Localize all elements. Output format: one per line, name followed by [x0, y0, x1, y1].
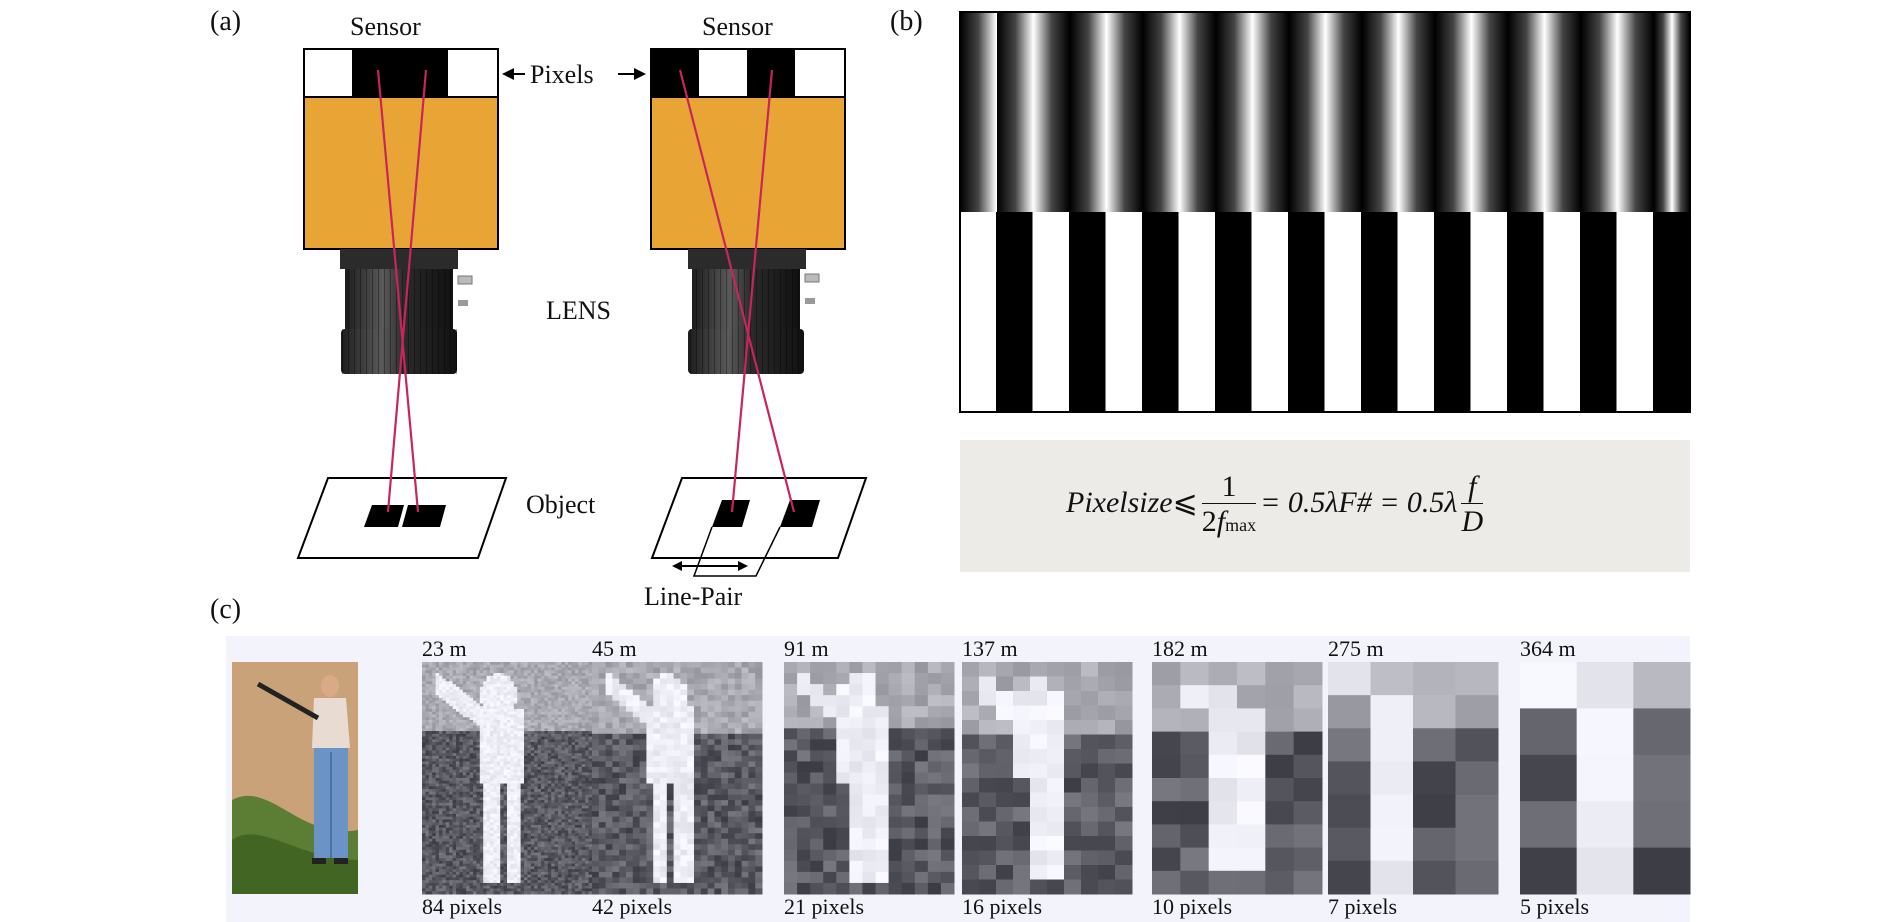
- thumbnail-pixel-count-label: 10 pixels: [1152, 894, 1233, 919]
- sensor-label-left: Sensor: [350, 12, 421, 41]
- sine-stripe: [1435, 12, 1508, 212]
- thumbnail-distance-label: 45 m: [592, 636, 637, 661]
- thumbnail-pixel-count-label: 16 pixels: [962, 894, 1043, 919]
- camera-body-right: [650, 96, 846, 250]
- object-plane-left: [296, 477, 508, 559]
- ray: [730, 69, 774, 513]
- panel-label-a: (a): [210, 6, 242, 37]
- thermal-thumbnail: [1520, 662, 1691, 895]
- sine-stripe: [1289, 12, 1362, 212]
- thumbnail-distance-label: 23 m: [422, 636, 467, 661]
- bar-stripe: [1215, 212, 1252, 412]
- thumbnail-distance-label: 182 m: [1152, 636, 1208, 661]
- bar-stripe: [1069, 212, 1106, 412]
- sine-stripe: [1070, 12, 1143, 212]
- thumbnail-pixel-count-label: 21 pixels: [784, 894, 865, 919]
- camera-right: [650, 48, 868, 577]
- thermal-thumbnail: [592, 662, 763, 895]
- object-label: Object: [526, 490, 596, 519]
- thermal-thumbnail: [1152, 662, 1323, 895]
- formula-den-sub: max: [1225, 515, 1257, 535]
- thumbnail-pixel-count-label: 84 pixels: [422, 894, 503, 919]
- line-pair-label: Line-Pair: [644, 582, 743, 611]
- object-bar-left-1: [364, 505, 404, 527]
- pixels-label: Pixels: [530, 60, 594, 89]
- stripe-pattern: [959, 11, 1691, 413]
- camera-body-left: [303, 96, 499, 250]
- formula-mid: = 0.5λF# = 0.5λ: [1260, 485, 1458, 519]
- camera-left: [296, 48, 508, 559]
- pixels-arrow-left: [502, 68, 514, 80]
- bar-stripe: [1361, 212, 1398, 412]
- object-bar-left-2: [402, 505, 446, 527]
- formula-leq: ⩽: [1172, 485, 1198, 519]
- panel-label-b: (b): [890, 6, 923, 37]
- lens-label: LENS: [546, 296, 611, 325]
- bar-stripe: [1288, 212, 1325, 412]
- thumbnail-pixel-count-label: 7 pixels: [1328, 894, 1398, 919]
- object-bar-right-2: [780, 500, 820, 527]
- object-bar-right-1: [712, 500, 750, 527]
- sine-stripe: [1143, 12, 1216, 212]
- bar-stripe: [996, 212, 1033, 412]
- thermal-thumbnail: [422, 662, 593, 895]
- formula-den-prefix: 2: [1201, 505, 1217, 538]
- thermal-thumbnail: [962, 662, 1133, 895]
- formula-num-2: f: [1468, 470, 1477, 503]
- bar-stripe: [1580, 212, 1617, 412]
- formula-den-2: D: [1461, 505, 1484, 538]
- thumbnail-distance-label: 137 m: [962, 636, 1018, 661]
- thermal-thumbnail: [1328, 662, 1499, 895]
- pixels-arrow-right: [634, 68, 646, 80]
- lens-collar-left: [340, 249, 458, 269]
- thumbnail-pixel-count-label: 42 pixels: [592, 894, 673, 919]
- panel-label-c: (c): [210, 594, 242, 625]
- ray: [386, 69, 428, 513]
- ray: [678, 69, 796, 513]
- formula-lhs: Pixelsize: [1066, 485, 1173, 519]
- sine-stripe: [1216, 12, 1289, 212]
- formula-num-1: 1: [1201, 470, 1257, 504]
- thumbnail-distance-label: 364 m: [1520, 636, 1576, 661]
- bar-stripe: [1653, 212, 1690, 412]
- sine-stripe: [997, 12, 1070, 212]
- sensor-dark-pixel: [352, 49, 448, 97]
- formula-box: [960, 440, 1690, 572]
- bar-stripe: [1434, 212, 1471, 412]
- thermal-thumbnail: [784, 662, 955, 895]
- reference-photo: [232, 662, 358, 894]
- ray: [376, 69, 420, 513]
- thumbnail-pixel-count-label: 5 pixels: [1520, 894, 1590, 919]
- thumbnail-distance-label: 275 m: [1328, 636, 1384, 661]
- formula-den-f: f: [1216, 505, 1226, 538]
- bar-stripe: [1142, 212, 1179, 412]
- sine-stripe: [1654, 12, 1690, 212]
- thumbnail-distance-label: 91 m: [784, 636, 829, 661]
- bar-stripe: [1507, 212, 1544, 412]
- sine-stripe: [1581, 12, 1654, 212]
- sensor-label-right: Sensor: [702, 12, 773, 41]
- object-plane-right: [650, 477, 868, 559]
- sine-stripe: [1362, 12, 1435, 212]
- sine-stripe: [1508, 12, 1581, 212]
